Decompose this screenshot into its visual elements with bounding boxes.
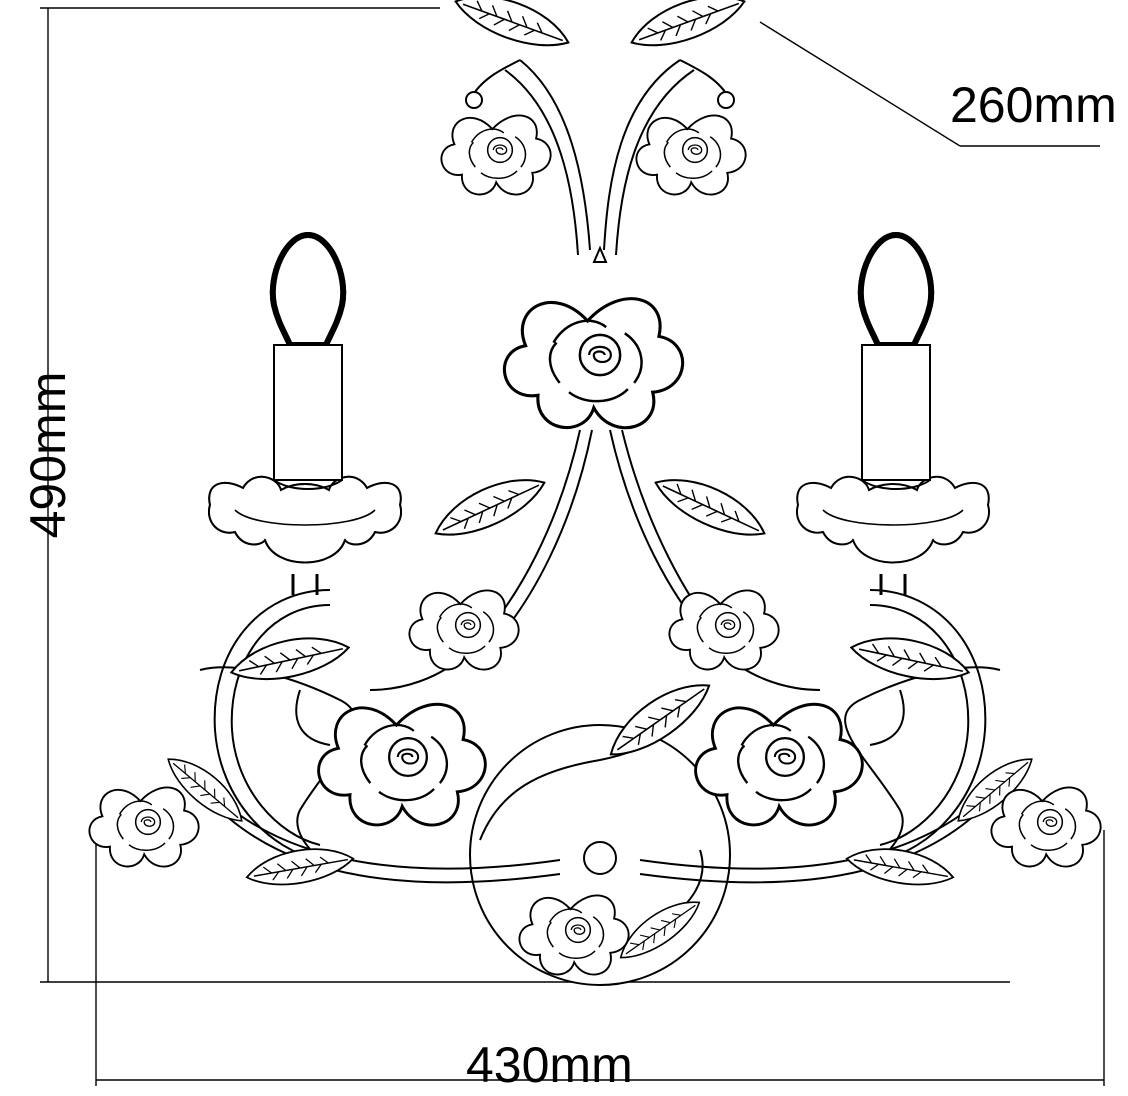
dimension-lines <box>40 7 1105 1086</box>
candle-overlays <box>273 235 931 490</box>
depth-dimension-label: 260mm <box>950 77 1117 133</box>
width-dimension-label: 430mm <box>466 1037 633 1093</box>
height-dimension-label: 490mm <box>20 371 76 539</box>
finials <box>465 91 735 263</box>
